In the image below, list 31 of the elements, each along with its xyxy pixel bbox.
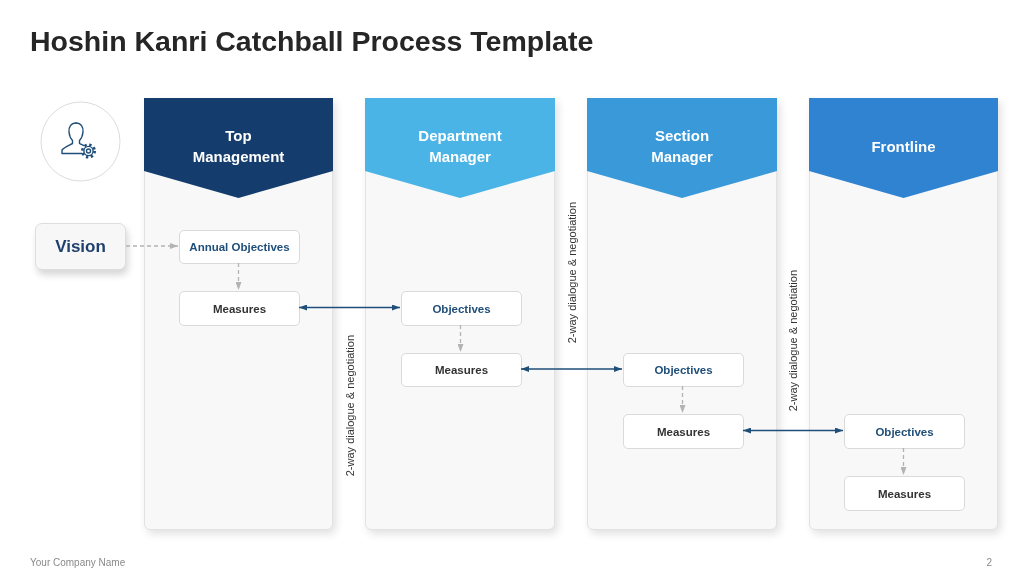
double-headed-arrow xyxy=(742,427,844,434)
dashed-arrow xyxy=(679,385,686,414)
step-card: Measures xyxy=(623,414,744,449)
lane-heading: Top Management xyxy=(191,126,286,167)
footer-text: 2 xyxy=(986,556,992,570)
rotated-label: 2-way dialogue & negotiation xyxy=(565,202,579,344)
lane-heading: Department Manager xyxy=(417,126,503,167)
double-headed-arrow xyxy=(298,304,401,311)
lane-heading: Frontline xyxy=(871,136,936,157)
step-card: Objectives xyxy=(401,291,522,326)
dashed-arrow xyxy=(900,447,907,476)
dashed-arrow xyxy=(457,324,464,353)
lane-heading: Section Manager xyxy=(650,126,714,167)
process-card: Vision xyxy=(35,223,126,270)
swimlane-column xyxy=(365,98,555,530)
step-card: Measures xyxy=(844,476,965,511)
step-card: Annual Objectives xyxy=(179,230,300,264)
rotated-label: 2-way dialogue & negotiation xyxy=(786,270,800,412)
dashed-arrow xyxy=(235,262,242,291)
swimlane-column xyxy=(144,98,333,530)
swimlane-column xyxy=(587,98,777,530)
step-card: Objectives xyxy=(623,353,744,387)
step-card: Objectives xyxy=(844,414,965,449)
swimlane-column xyxy=(809,98,998,530)
dashed-arrow xyxy=(125,243,179,249)
double-headed-arrow xyxy=(520,366,623,372)
step-card: Measures xyxy=(401,353,522,387)
rotated-label: 2-way dialogue & negotiation xyxy=(343,335,357,477)
slide-title: Hoshin Kanri Catchball Process Template xyxy=(30,24,594,59)
step-card: Measures xyxy=(179,291,300,326)
footer-text: Your Company Name xyxy=(30,556,126,570)
